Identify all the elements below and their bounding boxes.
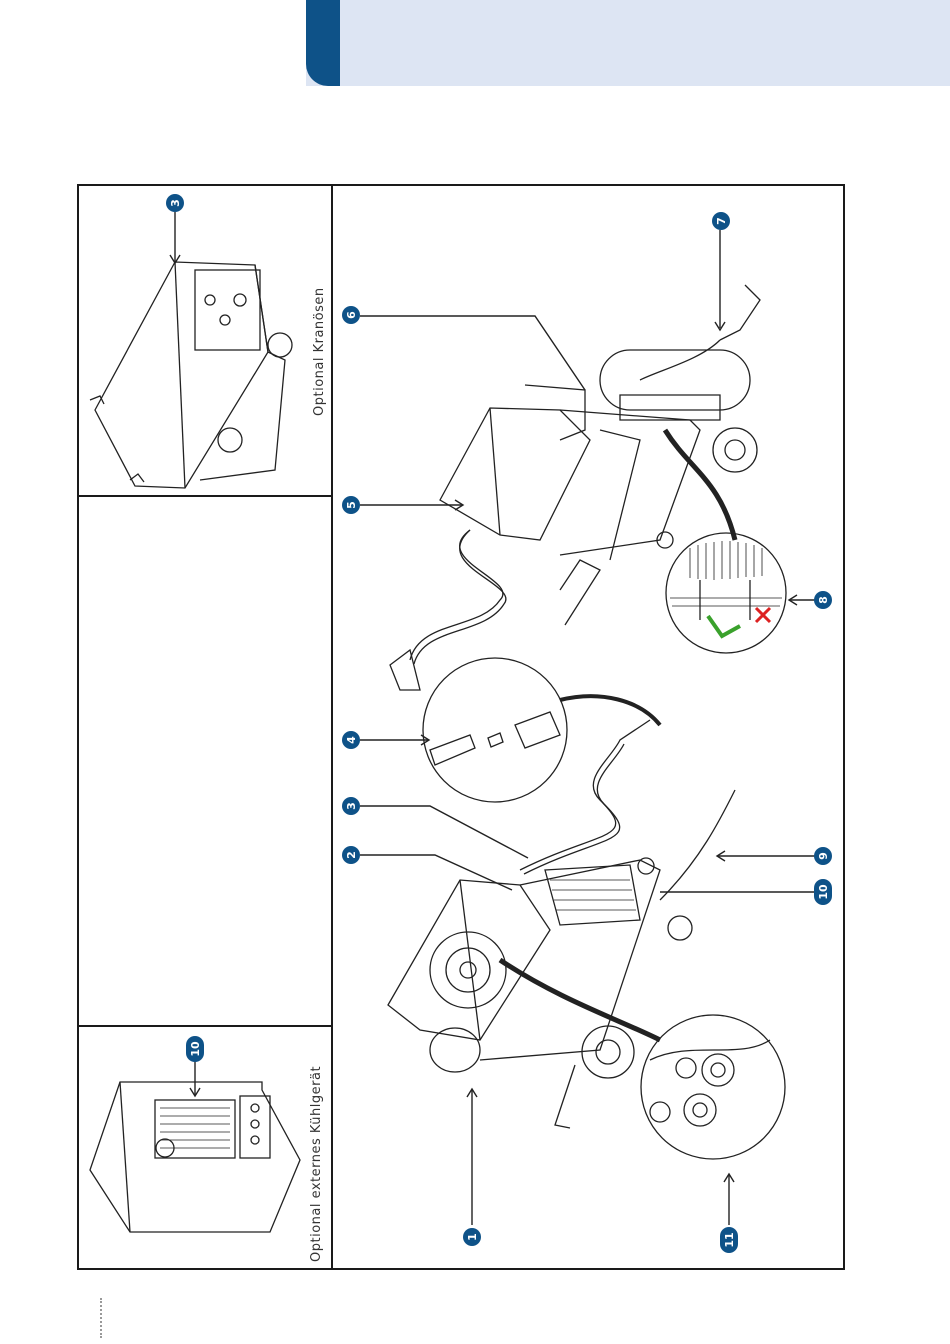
callout-badge-10: 10 [814, 879, 832, 905]
main-welder-upper [390, 285, 760, 690]
callout-badge-1: 1 [463, 1228, 481, 1246]
detail-circle-wire-drive [641, 1015, 785, 1159]
detail-circle-torch-connector [423, 658, 660, 802]
callout-badge-11: 11 [720, 1227, 738, 1253]
main-welder-lower [388, 720, 735, 1128]
callout-badge-8: 8 [814, 591, 832, 609]
callout-badge-5: 5 [342, 496, 360, 514]
inset-welder-crane [90, 262, 292, 488]
callout-badge-7: 7 [712, 212, 730, 230]
caption-optional-external-cooler: Optional externes Kühlgerät [309, 1066, 324, 1262]
page-margin-dots [100, 1298, 104, 1338]
callout-badge-6: 6 [342, 306, 360, 324]
callout-badge-inset-3: 3 [166, 194, 184, 212]
cross-icon [756, 608, 770, 622]
check-icon [708, 616, 740, 636]
callout-badge-9: 9 [814, 847, 832, 865]
callout-badge-inset-10: 10 [186, 1036, 204, 1062]
caption-optional-crane-eyes: Optional Kranösen [312, 287, 327, 416]
callout-badge-3: 3 [342, 797, 360, 815]
callout-badge-2: 2 [342, 846, 360, 864]
callout-badge-4: 4 [342, 731, 360, 749]
inset-cooler-unit [90, 1082, 300, 1232]
